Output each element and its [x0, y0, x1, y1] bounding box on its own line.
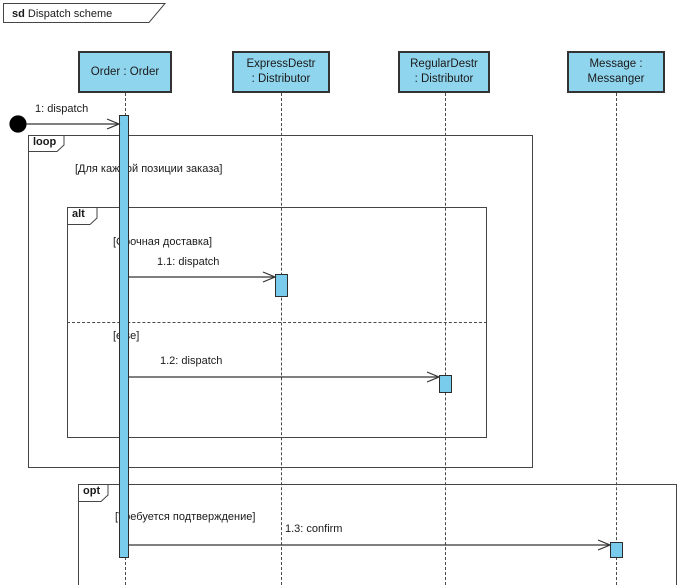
opt-label-pentagon [78, 484, 109, 502]
fragment-alt-label: alt [67, 207, 98, 225]
activation-order[interactable] [119, 115, 129, 558]
lifeline-head-expressdestr-line1: ExpressDestr [246, 58, 316, 70]
alt-else-divider [67, 322, 487, 323]
message-1-1-arrow[interactable] [129, 271, 277, 283]
lifeline-message[interactable] [616, 93, 617, 585]
activation-regulardestr[interactable] [439, 375, 452, 393]
message-1-3-arrow[interactable] [129, 539, 612, 551]
message-1-arrow[interactable] [26, 118, 121, 130]
loop-guard: [Для каждой позиции заказа] [75, 163, 223, 175]
loop-label-pentagon [28, 135, 65, 152]
loop-operator: loop [33, 136, 57, 148]
lifeline-regulardestr[interactable] [445, 93, 446, 585]
lifeline-head-expressdestr[interactable]: ExpressDestr : Distributor [232, 51, 330, 93]
opt-operator: opt [83, 485, 101, 497]
fragment-opt-frame[interactable] [78, 484, 677, 585]
message-1-2-arrow[interactable] [129, 371, 441, 383]
lifeline-head-regulardestr-line2: : Distributor [414, 73, 474, 85]
fragment-loop-label: loop [28, 135, 65, 152]
diagram-title-tag: sd Dispatch scheme [3, 3, 169, 24]
diagram-keyword: sd [12, 8, 25, 20]
message-1-label: 1: dispatch [35, 103, 89, 115]
lifeline-head-regulardestr[interactable]: RegularDestr : Distributor [398, 51, 490, 93]
lifeline-head-message-line2: Messanger [587, 73, 645, 85]
opt-guard: [Требуется подтверждение] [115, 511, 256, 523]
lifeline-expressdestr[interactable] [281, 93, 282, 585]
message-1-3-label: 1.3: confirm [285, 523, 343, 535]
lifeline-head-message-line1: Message : [589, 58, 643, 70]
found-message-circle[interactable] [9, 115, 27, 133]
alt-guard-1: [Срочная доставка] [113, 236, 213, 248]
activation-message[interactable] [610, 542, 623, 558]
fragment-loop-frame[interactable] [28, 135, 533, 468]
title-tag-pentagon [3, 3, 167, 23]
diagram-title: sd Dispatch scheme [12, 8, 112, 20]
message-1-1-label: 1.1: dispatch [157, 256, 220, 268]
diagram-name: Dispatch scheme [24, 8, 113, 20]
lifeline-head-message[interactable]: Message : Messanger [567, 51, 665, 93]
lifeline-head-expressdestr-line2: : Distributor [251, 73, 311, 85]
message-1-2-label: 1.2: dispatch [160, 355, 223, 367]
alt-operator: alt [72, 208, 85, 220]
lifeline-head-order[interactable]: Order : Order [78, 51, 172, 93]
alt-label-pentagon [67, 207, 98, 225]
fragment-opt-label: opt [78, 484, 109, 502]
lifeline-head-regulardestr-line1: RegularDestr [410, 58, 478, 70]
lifeline-head-order-line1: Order : Order [90, 65, 160, 78]
activation-expressdestr[interactable] [275, 274, 288, 297]
